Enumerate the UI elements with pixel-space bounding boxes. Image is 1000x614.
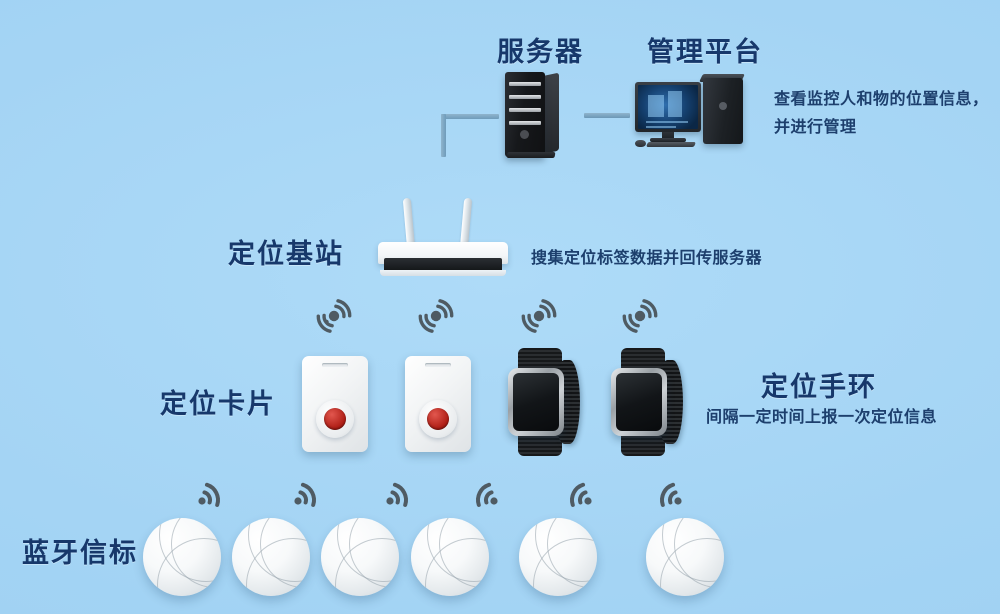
computer-tower xyxy=(703,78,743,144)
bidirectional-signal-icon xyxy=(413,296,459,336)
label-base-station: 定位基站 xyxy=(228,239,344,269)
server-drive-bay xyxy=(509,121,541,125)
wifi-signal-icon xyxy=(190,470,230,508)
connector-server-to-platform xyxy=(584,113,630,118)
watch-case xyxy=(508,368,564,436)
connector-server-down-vertical xyxy=(441,114,446,157)
smart-watch-icon xyxy=(500,348,580,456)
computer-tower-logo xyxy=(719,102,727,110)
keyboard-icon xyxy=(645,142,697,147)
id-card-tag-icon xyxy=(405,356,471,452)
bluetooth-beacon-icon xyxy=(143,518,221,596)
router-front-panel xyxy=(384,258,502,272)
wifi-signal-icon xyxy=(650,470,690,508)
mouse-icon xyxy=(635,140,646,147)
note-platform: 查看监控人和物的位置信息，并进行管理 xyxy=(774,91,989,136)
router-base xyxy=(380,270,506,276)
server-drive-bay xyxy=(509,95,541,99)
connector-server-left-horizontal xyxy=(441,114,499,119)
monitor-screen xyxy=(638,85,698,129)
bluetooth-beacon-icon xyxy=(411,518,489,596)
server-side-panel xyxy=(543,72,559,154)
note-wristband: 间隔一定时间上报一次定位信息 xyxy=(706,409,938,426)
server-base xyxy=(506,152,556,158)
label-platform: 管理平台 xyxy=(647,37,763,67)
bluetooth-beacon-icon xyxy=(321,518,399,596)
bidirectional-signal-icon xyxy=(516,296,562,336)
label-server: 服务器 xyxy=(497,37,584,67)
card-sos-button[interactable] xyxy=(324,408,346,430)
card-lanyard-slot xyxy=(322,363,348,367)
card-sos-button[interactable] xyxy=(427,408,449,430)
wifi-router-icon xyxy=(378,197,508,278)
bluetooth-beacon-icon xyxy=(232,518,310,596)
monitor-foot xyxy=(650,138,686,142)
server-logo xyxy=(520,130,529,139)
note-base-station: 搜集定位标签数据并回传服务器 xyxy=(531,250,763,267)
server-tower-icon xyxy=(505,72,559,158)
bidirectional-signal-icon xyxy=(311,296,357,336)
wifi-signal-icon xyxy=(466,470,506,508)
label-beacon: 蓝牙信标 xyxy=(22,538,138,568)
watch-screen xyxy=(616,373,662,431)
smart-watch-icon xyxy=(603,348,683,456)
wifi-signal-icon xyxy=(378,470,418,508)
label-wristband: 定位手环 xyxy=(761,372,877,402)
server-drive-bay xyxy=(509,108,541,112)
id-card-tag-icon xyxy=(302,356,368,452)
card-lanyard-slot xyxy=(425,363,451,367)
desktop-computer-icon xyxy=(635,74,745,154)
bluetooth-beacon-icon xyxy=(519,518,597,596)
bidirectional-signal-icon xyxy=(617,296,663,336)
server-drive-bay xyxy=(509,82,541,86)
server-front-panel xyxy=(505,72,545,157)
watch-screen xyxy=(513,373,559,431)
watch-case xyxy=(611,368,667,436)
wifi-signal-icon xyxy=(560,470,600,508)
label-card: 定位卡片 xyxy=(160,389,276,419)
wifi-signal-icon xyxy=(286,470,326,508)
computer-monitor xyxy=(635,82,701,132)
bluetooth-beacon-icon xyxy=(646,518,724,596)
monitor-stand xyxy=(662,132,674,139)
